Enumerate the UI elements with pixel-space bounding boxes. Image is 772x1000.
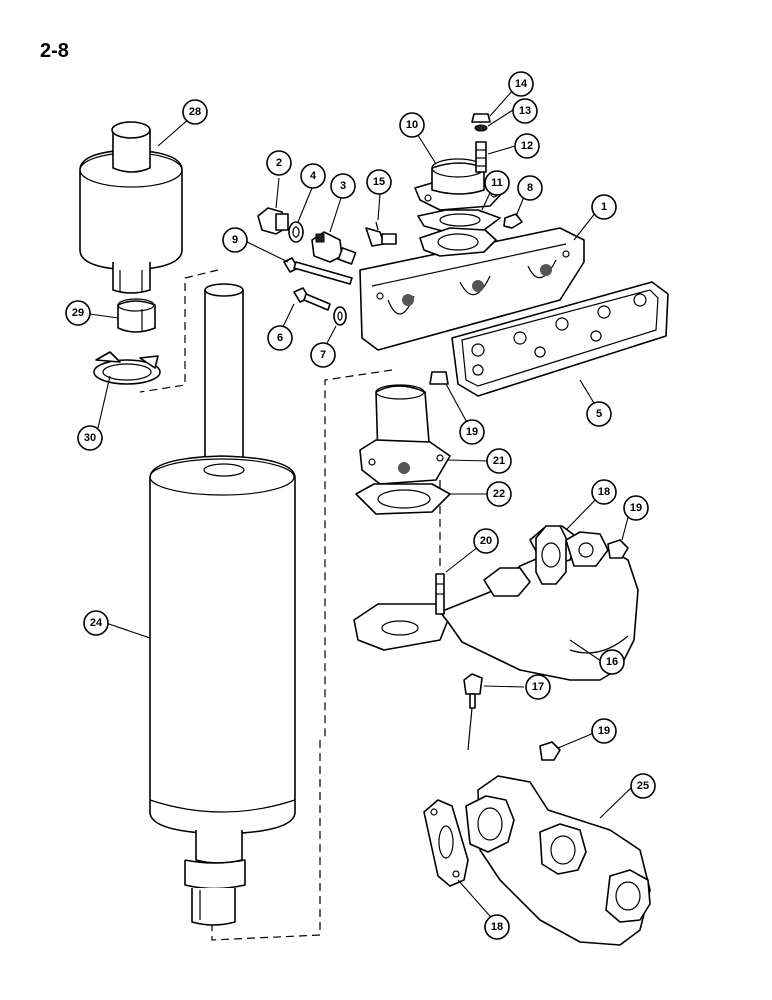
svg-text:6: 6 — [277, 332, 283, 344]
page-number: 2-8 — [40, 40, 69, 62]
callout-2: 2 — [266, 150, 292, 176]
svg-text:24: 24 — [90, 617, 103, 629]
svg-text:25: 25 — [637, 780, 649, 792]
svg-text:9: 9 — [232, 234, 238, 246]
callout-21: 21 — [486, 448, 512, 474]
callout-19-thermostat: 19 — [459, 419, 485, 445]
svg-text:7: 7 — [320, 349, 326, 361]
nut-part — [539, 741, 561, 761]
muffler-part — [149, 283, 296, 926]
callout-19-lower: 19 — [591, 718, 617, 744]
thermostat-housing-group — [355, 371, 451, 515]
outlet-group — [414, 113, 523, 233]
exhaust-gasket-lower — [423, 799, 469, 887]
callout-15: 15 — [366, 169, 392, 195]
svg-text:19: 19 — [466, 426, 478, 438]
leader-lines — [89, 89, 634, 925]
callout-19-right: 19 — [623, 495, 649, 521]
svg-text:28: 28 — [189, 106, 201, 118]
callout-28: 28 — [182, 99, 208, 125]
svg-text:21: 21 — [493, 455, 505, 467]
callout-25: 25 — [630, 773, 656, 799]
callout-5: 5 — [586, 401, 612, 427]
svg-text:10: 10 — [406, 119, 418, 131]
callout-3: 3 — [330, 173, 356, 199]
callout-7: 7 — [310, 342, 336, 368]
svg-text:5: 5 — [596, 408, 602, 420]
svg-text:17: 17 — [532, 681, 544, 693]
callout-30: 30 — [77, 425, 103, 451]
svg-text:19: 19 — [598, 725, 610, 737]
svg-text:18: 18 — [491, 921, 503, 933]
exhaust-manifold-part — [353, 525, 639, 681]
precleaner-cap-part — [79, 121, 183, 294]
manifold-gasket-part — [451, 281, 669, 397]
svg-text:3: 3 — [340, 180, 346, 192]
svg-text:22: 22 — [493, 488, 505, 500]
intake-manifold-part — [359, 227, 585, 351]
svg-text:16: 16 — [606, 656, 618, 668]
lower-exhaust-manifold-part — [465, 775, 651, 946]
callout-24: 24 — [83, 610, 109, 636]
callout-16: 16 — [599, 649, 625, 675]
svg-text:11: 11 — [491, 177, 503, 189]
svg-text:13: 13 — [519, 105, 531, 117]
svg-text:15: 15 — [373, 176, 385, 188]
exhaust-gasket-upper — [535, 525, 567, 585]
callout-8: 8 — [517, 175, 543, 201]
svg-text:8: 8 — [527, 182, 533, 194]
callout-14: 14 — [508, 71, 534, 97]
callout-29: 29 — [65, 300, 91, 326]
svg-text:30: 30 — [84, 432, 96, 444]
callout-9: 9 — [222, 227, 248, 253]
callout-13: 13 — [512, 98, 538, 124]
nut-part — [607, 539, 629, 559]
callout-12: 12 — [514, 133, 540, 159]
svg-text:19: 19 — [630, 502, 642, 514]
callout-18-lower: 18 — [484, 914, 510, 940]
callout-6: 6 — [267, 325, 293, 351]
callout-4: 4 — [300, 163, 326, 189]
svg-text:29: 29 — [72, 307, 84, 319]
callout-11: 11 — [484, 170, 510, 196]
svg-text:20: 20 — [480, 535, 492, 547]
callout-17: 17 — [525, 674, 551, 700]
callout-1: 1 — [591, 194, 617, 220]
svg-text:18: 18 — [598, 486, 610, 498]
clamp-part — [93, 351, 161, 385]
svg-text:2: 2 — [276, 157, 282, 169]
svg-text:12: 12 — [521, 140, 533, 152]
svg-text:14: 14 — [515, 78, 528, 90]
callout-20: 20 — [473, 528, 499, 554]
callout-22: 22 — [486, 481, 512, 507]
svg-text:4: 4 — [310, 170, 317, 182]
sleeve-part — [117, 298, 156, 333]
fittings-group — [257, 207, 397, 326]
callout-18-upper: 18 — [591, 479, 617, 505]
svg-text:1: 1 — [601, 201, 607, 213]
callout-10: 10 — [399, 112, 425, 138]
sensor-part — [463, 673, 483, 751]
